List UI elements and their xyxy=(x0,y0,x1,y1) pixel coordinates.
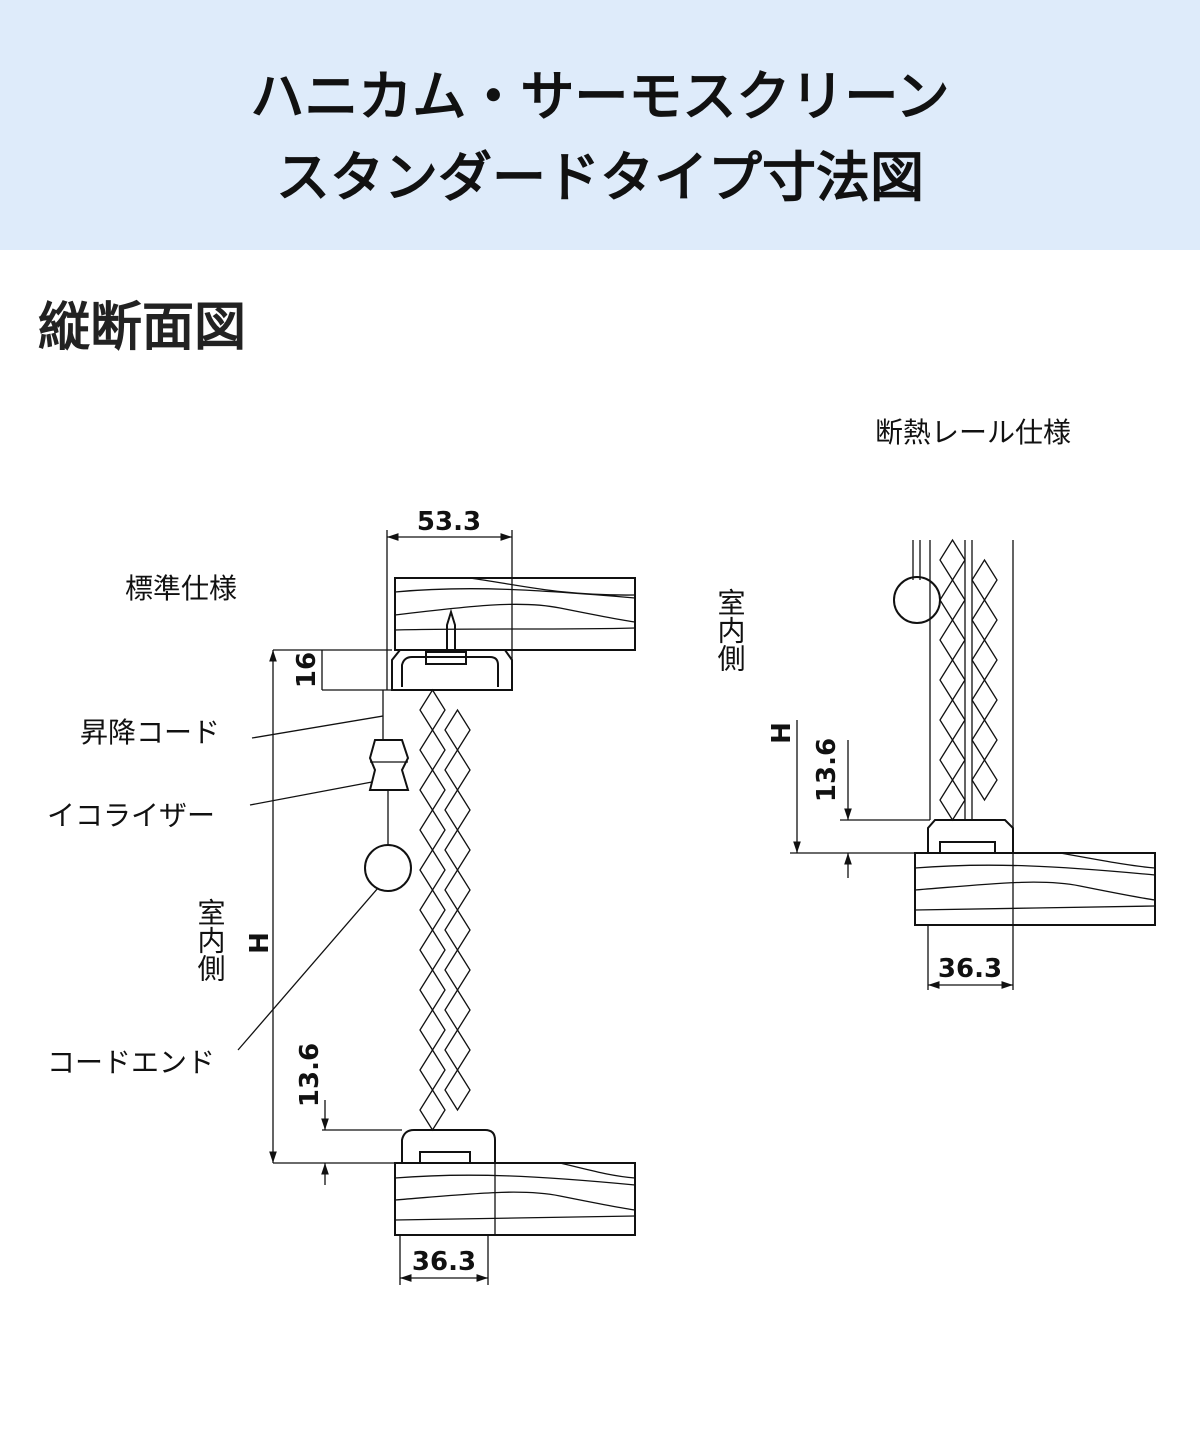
svg-text:36.3: 36.3 xyxy=(412,1247,476,1277)
cord-end-ball xyxy=(364,844,412,892)
title-line-1: ハニカム・サーモスクリーン xyxy=(250,65,950,128)
honeycomb-cell xyxy=(444,988,471,1032)
title-line-2: スタンダードタイプ寸法図 xyxy=(276,146,924,209)
section-title: 縦断面図 xyxy=(38,298,247,358)
callout-cord-end: コードエンド xyxy=(47,1046,215,1079)
cord-end-ball-right xyxy=(893,576,941,624)
honeycomb-cell xyxy=(419,968,446,1012)
honeycomb-cell xyxy=(419,768,446,812)
dim-53-3: 53.3 xyxy=(386,507,513,690)
dim-13-6-left: 13.6 xyxy=(295,1043,402,1185)
dim-36-3-right: 36.3 xyxy=(927,853,1014,990)
bottom-rail xyxy=(401,1129,496,1163)
dim-36-3-left: 36.3 xyxy=(399,1235,489,1285)
svg-text:13.6: 13.6 xyxy=(295,1043,325,1107)
honeycomb-cell xyxy=(939,658,966,702)
honeycomb-cell xyxy=(419,888,446,932)
top-wood-frame xyxy=(394,577,636,690)
svg-text:53.3: 53.3 xyxy=(417,507,481,537)
honeycomb-cell xyxy=(939,738,966,782)
indoor-label-left: 室内側 xyxy=(194,898,227,982)
honeycomb-cell xyxy=(939,778,966,822)
head-rail xyxy=(391,608,513,691)
honeycomb-screen-right xyxy=(939,538,998,822)
honeycomb-screen xyxy=(419,688,471,1132)
honeycomb-cell xyxy=(444,788,471,832)
honeycomb-cell xyxy=(419,1088,446,1132)
honeycomb-cell xyxy=(939,578,966,622)
dim-13-6-right: 13.6 xyxy=(812,738,930,878)
honeycomb-cell xyxy=(939,538,966,582)
honeycomb-cell xyxy=(939,618,966,662)
honeycomb-cell xyxy=(939,698,966,742)
honeycomb-cell xyxy=(971,758,998,802)
standard-spec-label: 標準仕様 xyxy=(125,572,237,605)
header-banner: ハニカム・サーモスクリーン スタンダードタイプ寸法図 xyxy=(0,0,1200,250)
honeycomb-cell xyxy=(419,1048,446,1092)
honeycomb-cell xyxy=(419,928,446,972)
honeycomb-cell xyxy=(971,598,998,642)
svg-text:H: H xyxy=(767,722,797,744)
svg-text:13.6: 13.6 xyxy=(812,738,842,802)
honeycomb-cell xyxy=(419,688,446,732)
honeycomb-cell xyxy=(419,808,446,852)
svg-text:H: H xyxy=(245,932,275,954)
honeycomb-cell xyxy=(444,828,471,872)
dim-H: H xyxy=(245,649,395,1164)
honeycomb-cell xyxy=(444,1028,471,1072)
honeycomb-cell xyxy=(444,708,471,752)
honeycomb-cell xyxy=(971,718,998,762)
callout-lift-cord: 昇降コード xyxy=(80,716,220,749)
right-wood-frame xyxy=(914,852,1156,926)
insulated-rail-spec-label: 断熱レール仕様 xyxy=(875,416,1071,449)
honeycomb-cell xyxy=(444,868,471,912)
honeycomb-cell xyxy=(419,728,446,772)
honeycomb-cell xyxy=(444,748,471,792)
honeycomb-cell xyxy=(444,1068,471,1112)
callout-equalizer: イコライザー xyxy=(47,799,215,832)
honeycomb-cell xyxy=(971,638,998,682)
svg-text:36.3: 36.3 xyxy=(938,954,1002,984)
honeycomb-cell xyxy=(444,908,471,952)
bottom-wood-frame xyxy=(394,1162,636,1236)
svg-text:16: 16 xyxy=(292,652,322,688)
indoor-label-right: 室内側 xyxy=(714,588,747,672)
dim-16: 16 xyxy=(292,649,392,691)
honeycomb-cell xyxy=(419,848,446,892)
cord-equalizer xyxy=(364,690,412,892)
insulated-rail xyxy=(927,819,1014,853)
honeycomb-cell xyxy=(419,1008,446,1052)
honeycomb-cell xyxy=(971,558,998,602)
dim-H-right: H xyxy=(767,720,915,854)
honeycomb-cell xyxy=(444,948,471,992)
honeycomb-cell xyxy=(971,678,998,722)
